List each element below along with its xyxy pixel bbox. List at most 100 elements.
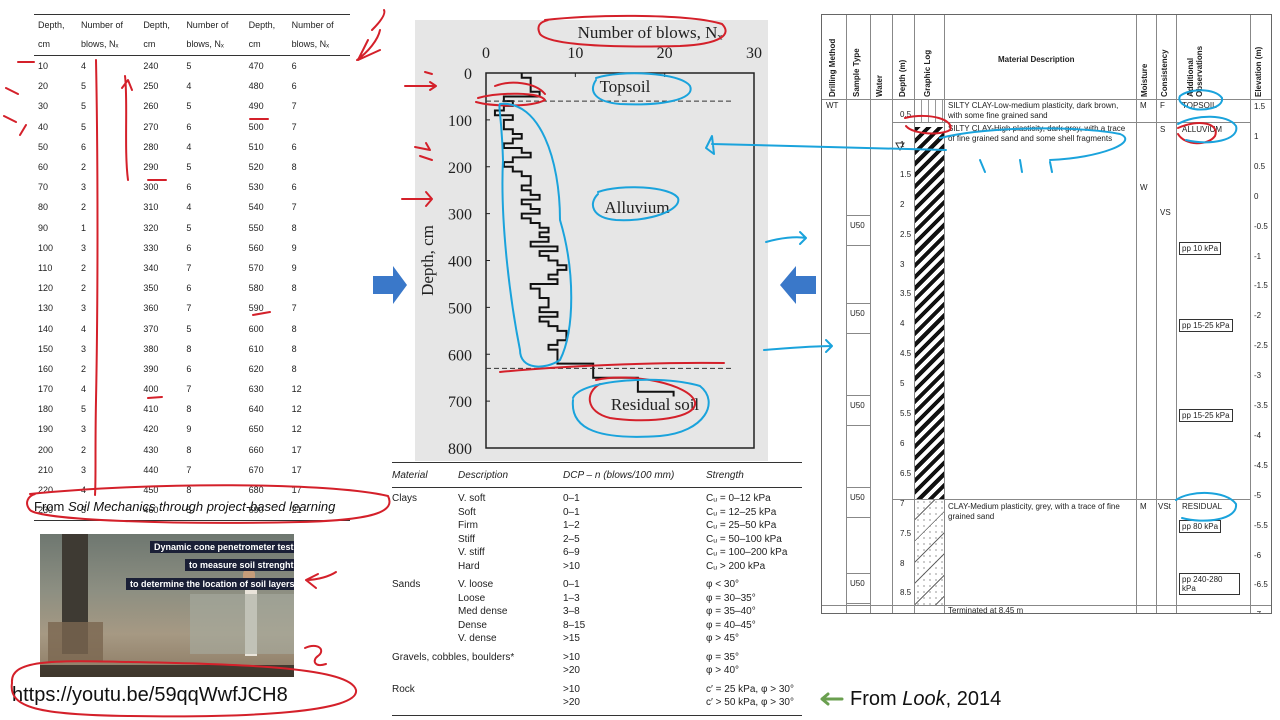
depth-cell: 120 [38, 283, 54, 294]
strength-cell: Cᵤ = 0–12 kPa [706, 493, 771, 504]
terminated-note: Terminated at 8.45 m [948, 606, 1024, 614]
depth-cell: 430 [143, 444, 159, 455]
depth-cell: 600 [248, 323, 264, 334]
header-line: Depth, [143, 20, 170, 30]
blows-cell: 8 [291, 283, 297, 294]
depth-cell: 90 [38, 222, 49, 233]
blows-cell: 5 [186, 323, 192, 334]
blows-cell: 5 [81, 404, 87, 415]
depth-cell: 660 [248, 444, 264, 455]
dcp-cell: >10 [563, 651, 580, 663]
strength-cell: φ = 40–45° [706, 619, 756, 631]
strength-cell: Cᵤ = 25–50 kPa [706, 520, 777, 531]
header-line: blows, Nₓ [81, 39, 119, 49]
header-line: cm [248, 39, 261, 49]
y-tick-label: 100 [448, 113, 472, 130]
y-axis-label: Depth, cm [418, 225, 437, 296]
col-divider [1156, 15, 1157, 613]
blows-cell: 8 [291, 162, 297, 173]
strength-cell: φ > 45° [706, 633, 740, 644]
depth-tick: 5.5 [900, 409, 912, 418]
sample-rule [846, 245, 870, 246]
elevation-tick: -5.5 [1254, 520, 1268, 530]
depth-cell: 530 [248, 182, 264, 193]
blow-table-header-cell: Depth,cm [34, 14, 77, 56]
depth-cell: 240 [143, 61, 159, 72]
depth-tick: 4 [900, 319, 905, 329]
pp-test: pp 10 kPa [1179, 242, 1222, 255]
depth-cell: 440 [143, 464, 159, 475]
video-thumbnail[interactable]: Dynamic cone penetrometer test to measur… [40, 534, 294, 677]
blows-cell: 17 [291, 464, 302, 475]
video-controls-bar[interactable] [40, 665, 294, 677]
y-tick-label: 400 [448, 254, 472, 271]
blows-cell: 3 [81, 242, 87, 253]
depth-cell: 250 [143, 81, 159, 92]
depth-cell: 560 [248, 242, 264, 253]
drilling-method-value: WT [826, 101, 839, 110]
moisture-alluvium: W [1140, 183, 1148, 192]
depth-cell: 650 [248, 424, 264, 435]
depth-tick: 5 [900, 379, 905, 389]
depth-cell: 330 [143, 242, 159, 253]
sample-rule [846, 517, 870, 518]
arrow-right-icon [373, 266, 407, 304]
blows-cell: 8 [291, 343, 297, 354]
depth-tick: 7.5 [900, 528, 912, 538]
header-line: cm [143, 39, 156, 49]
depth-cell: 40 [38, 121, 49, 132]
depth-cell: 360 [143, 303, 159, 314]
dcp-cell: 0–1 [563, 493, 580, 504]
layer-desc-topsoil: SILTY CLAY-Low-medium plasticity, dark b… [948, 101, 1119, 120]
elevation-tick: -1 [1254, 251, 1262, 261]
depth-cell: 370 [143, 323, 159, 334]
y-tick-label: 300 [448, 207, 472, 224]
strength-cell: c′ = 25 kPa, φ > 30° [706, 683, 794, 695]
dcp-cell: >15 [563, 633, 580, 644]
red-arrow-video [305, 571, 337, 589]
field-area [190, 594, 294, 654]
x-tick-label: 0 [482, 45, 490, 62]
header-strength: Strength [706, 470, 744, 481]
material-cell: Gravels, cobbles, boulders* [392, 651, 515, 663]
sample-label: U50 [850, 309, 865, 318]
elevation-tick: -6 [1254, 550, 1262, 560]
strength-cell: Cᵤ = 50–100 kPa [706, 533, 782, 545]
blue-arrow-2 [765, 231, 807, 245]
strength-cell: Cᵤ = 12–25 kPa [706, 506, 777, 518]
pp-test: pp 240-280 kPa [1179, 573, 1240, 595]
plot-frame [485, 72, 755, 449]
blows-cell: 9 [291, 262, 297, 273]
depth-cell: 10 [38, 61, 49, 72]
blows-cell: 17 [291, 485, 302, 496]
blows-cell: 8 [291, 363, 297, 374]
moisture-topsoil: M [1140, 101, 1147, 110]
elevation-tick: -2.5 [1254, 341, 1268, 351]
year: , 2014 [945, 688, 1002, 710]
blows-cell: 5 [186, 222, 192, 233]
arrow-left-icon [780, 266, 816, 304]
red-squiggle [304, 644, 327, 666]
layer-desc-alluvium: SILTY CLAY-High plasticity, dark grey, w… [948, 124, 1126, 143]
blows-cell: 6 [291, 81, 297, 92]
blows-cell: 5 [81, 121, 87, 132]
obs-residual: RESIDUAL [1182, 502, 1223, 511]
sample-label: U50 [850, 579, 865, 588]
material-cell: Sands [392, 579, 421, 590]
blows-cell: 6 [291, 182, 297, 193]
header-line: Number of [291, 20, 334, 30]
blows-cell: 2 [81, 283, 87, 294]
video-url-link[interactable]: https://youtu.be/59qqWwfJCH8 [12, 684, 288, 706]
depth-cell: 520 [248, 162, 264, 173]
blows-cell: 6 [186, 363, 192, 374]
